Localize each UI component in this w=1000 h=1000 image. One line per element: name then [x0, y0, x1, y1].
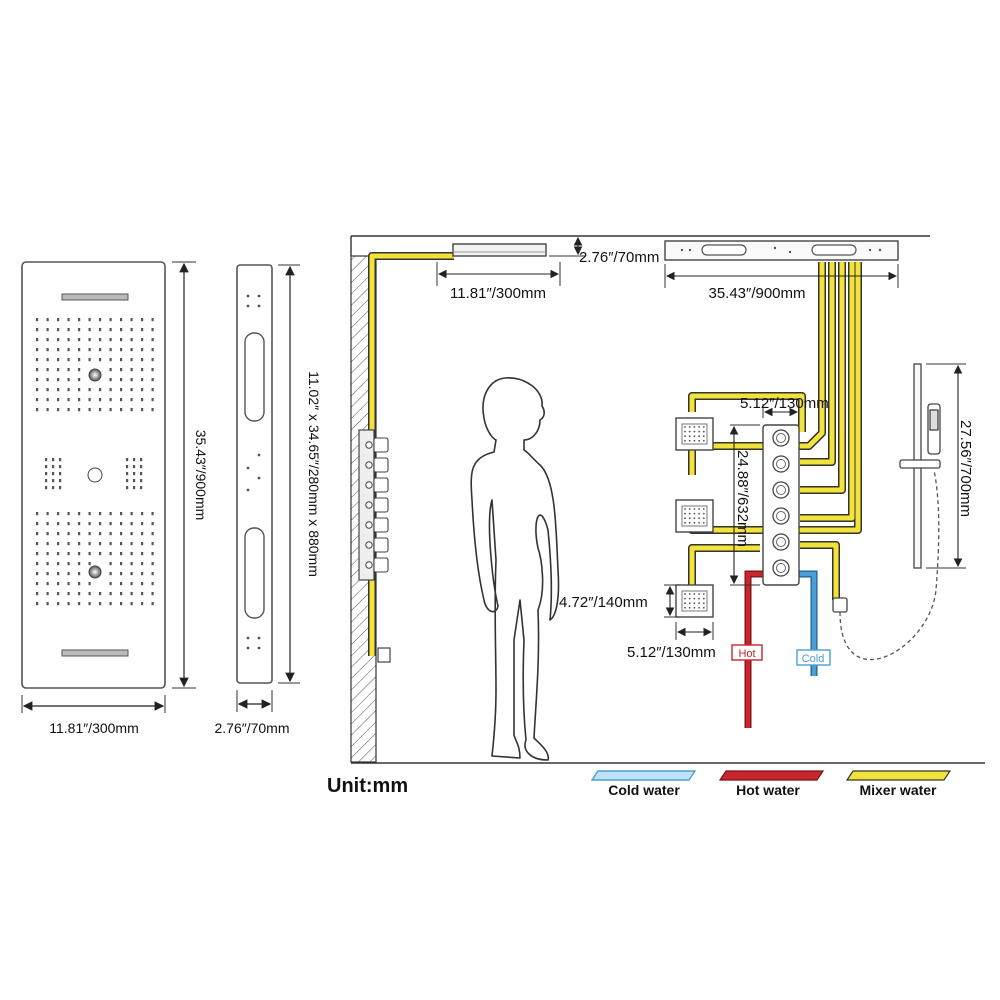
front-panel-height-dimension: 35.43″/900mm: [172, 261, 209, 689]
legend: Cold water Hot water Mixer water: [590, 770, 952, 798]
mixer-water-swatch: [845, 770, 952, 781]
small-head-width-dimension: 11.81″/300mm: [436, 262, 561, 302]
lower-nozzle-icon: [88, 565, 102, 579]
panel-knob: [373, 457, 389, 473]
hand-shower-outlet: [832, 597, 848, 613]
panel-knob: [373, 537, 389, 553]
hand-shower-set: [832, 363, 941, 661]
cold-water-pipe: [798, 570, 818, 676]
hand-shower-height-label: 27.56″/700mm: [957, 420, 974, 517]
body-jet: [675, 499, 714, 533]
side-panel-height-dimension: 11.02″ x 34.65″/280mm x 880mm: [278, 264, 322, 684]
room-structure: [350, 235, 985, 764]
panel-knob: [373, 437, 389, 453]
cold-water-swatch: [590, 770, 697, 781]
large-head-width-dimension: 35.43″/900mm: [664, 264, 899, 302]
side-panel-height-label: 11.02″ x 34.65″/280mm x 880mm: [306, 371, 322, 577]
human-figure: [470, 377, 560, 761]
shower-hose: [839, 469, 940, 661]
side-panel-upper-slot: [244, 332, 265, 422]
installed-shower-panel: [358, 429, 391, 663]
small-head-height-dimension: 2.76″/70mm: [549, 235, 659, 266]
valve-width-label: 5.12″/130mm: [740, 395, 829, 412]
panel-outlet: [377, 647, 391, 663]
small-ceiling-head: [452, 243, 547, 257]
hand-shower-height-dimension: 27.56″/700mm: [926, 363, 974, 569]
legend-hot-label: Hot water: [736, 782, 800, 798]
jet-height-dimension: 4.72″/140mm: [559, 584, 680, 618]
side-panel-width-dimension: 2.76″/70mm: [215, 690, 290, 736]
side-panel-lower-slot: [244, 527, 265, 619]
body-jet: [675, 417, 714, 451]
rain-nozzle-grid: [36, 318, 154, 606]
legend-mixer-label: Mixer water: [859, 782, 937, 798]
thermostatic-valve: [762, 424, 800, 586]
large-head-width-label: 35.43″/900mm: [708, 285, 805, 302]
cold-supply-tag: Cold: [796, 649, 831, 666]
valve-height-label: 24.88″/632mm: [734, 450, 751, 547]
jet-width-label: 5.12″/130mm: [627, 644, 716, 661]
side-panel-width-label: 2.76″/70mm: [215, 720, 290, 736]
front-panel-bottom-slot: [61, 649, 129, 657]
panel-knob: [373, 557, 389, 573]
valve-height-dimension: 24.88″/632mm: [729, 424, 760, 586]
front-panel-width-dimension: 11.81″/300mm: [21, 695, 166, 736]
body-jets: [675, 417, 714, 618]
valve-width-dimension: 5.12″/130mm: [740, 395, 829, 418]
panel-knob: [373, 517, 389, 533]
body-jet: [675, 584, 714, 618]
unit-label: Unit:mm: [327, 775, 408, 797]
upper-nozzle-icon: [88, 368, 102, 382]
cold-supply-label: Cold: [802, 653, 825, 665]
legend-cold-label: Cold water: [608, 782, 680, 798]
legend-mixer: Mixer water: [845, 770, 952, 798]
front-panel-top-slot: [61, 293, 129, 301]
side-panel-view: [236, 264, 273, 684]
center-light-icon: [87, 467, 103, 483]
jet-width-dimension: 5.12″/130mm: [627, 622, 716, 661]
side-panel-outline: [236, 264, 273, 684]
legend-hot: Hot water: [718, 770, 825, 798]
front-panel-height-label: 35.43″/900mm: [193, 430, 209, 521]
side-panel-holes: [246, 294, 261, 650]
hot-supply-tag: Hot: [731, 644, 763, 661]
panel-knob: [373, 477, 389, 493]
legend-cold: Cold water: [590, 770, 697, 798]
small-head-width-label: 11.81″/300mm: [450, 285, 546, 302]
front-panel-view: [21, 261, 166, 689]
panel-knob: [373, 497, 389, 513]
small-head-height-label: 2.76″/70mm: [579, 249, 659, 266]
hot-supply-label: Hot: [738, 648, 755, 660]
large-ceiling-head: [664, 240, 899, 261]
jet-height-label: 4.72″/140mm: [559, 594, 648, 611]
mixer-water-pipes: [368, 252, 862, 656]
hot-water-swatch: [718, 770, 825, 781]
front-panel-width-label: 11.81″/300mm: [49, 720, 139, 736]
